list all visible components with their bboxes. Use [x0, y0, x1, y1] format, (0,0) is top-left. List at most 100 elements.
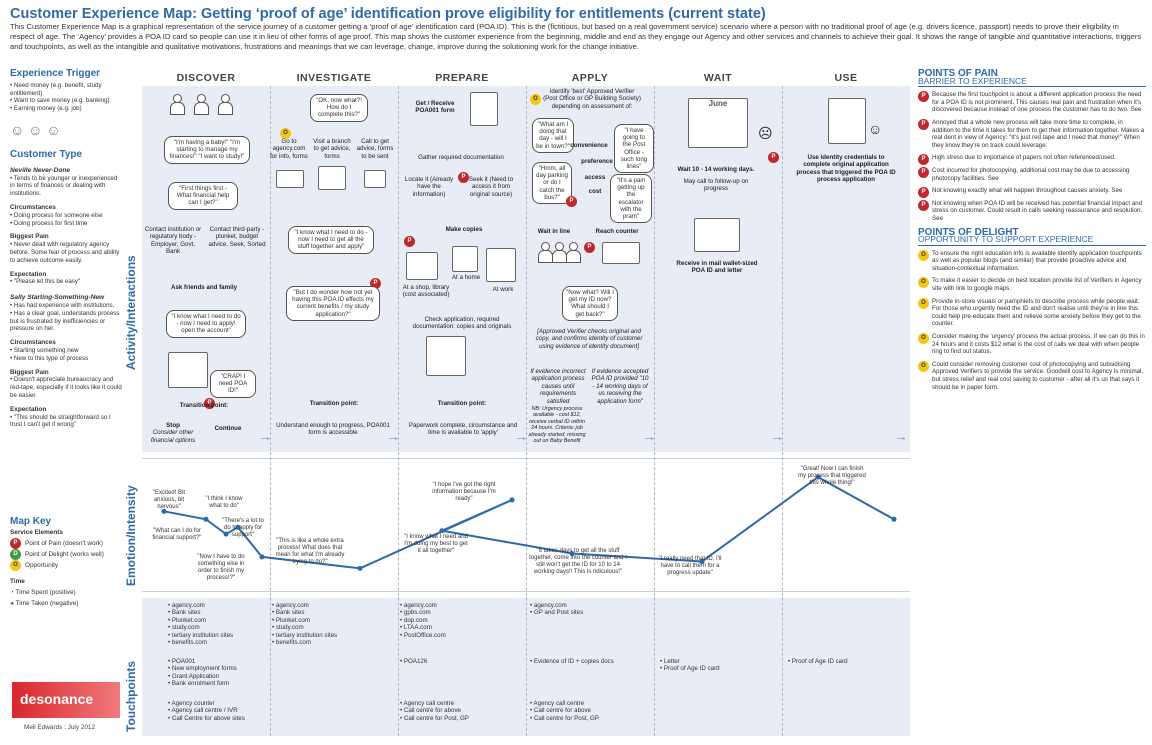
emotion-note: "Now I have to do something else in orde…	[197, 554, 245, 581]
stage-divider	[270, 86, 271, 736]
person-icon	[218, 94, 233, 115]
pain-icon: P	[918, 199, 929, 211]
persona-2-name: Sally Starting-Something-New	[10, 294, 105, 302]
pain-icon: P	[10, 538, 21, 549]
emotion-note: "I think I know what to do"	[205, 496, 243, 509]
touchpoint-item: benefits.com	[272, 639, 392, 646]
touchpoints-row1-apply: agency.comGP and Post sites	[530, 602, 650, 617]
stage-investigate: INVESTIGATE	[296, 72, 372, 84]
touchpoints-row1-investigate: agency.comBank sitesPlunket.comstudy.com…	[272, 602, 392, 646]
evidence-incorrect: If evidence incorrect application proces…	[530, 368, 586, 405]
persona-1-circ: Doing process for first time	[10, 220, 122, 228]
pain-icon: P	[918, 166, 929, 178]
delight-subtitle: OPPORTUNITY TO SUPPORT EXPERIENCE	[918, 235, 1146, 246]
key-time-taken: ◕ Time Taken (negative)	[10, 599, 79, 607]
touchpoints-row2-apply: Evidence of ID + copies docs	[530, 658, 650, 665]
touchpoint-item: Bank enrolment form	[168, 680, 268, 687]
emotion-note: "There's a lot to do to apply for suppor…	[222, 518, 264, 538]
phone-sketch	[364, 170, 386, 188]
emotion-point	[439, 528, 445, 534]
row-label-emotion: Emotion/Intensity	[124, 485, 138, 586]
pain-marker: P	[370, 278, 381, 289]
emotion-point	[891, 516, 897, 522]
goto-web: Go to agency.com for info, forms	[270, 138, 308, 160]
touchpoints-row2-prepare: POA126	[400, 658, 520, 665]
persona-1-desc: Tends to be younger or inexperienced in …	[10, 175, 122, 198]
opportunity-marker: O	[280, 128, 291, 139]
touchpoint-item: Bank sites	[168, 609, 268, 616]
stage-divider	[526, 86, 527, 736]
pain-icon: P	[918, 118, 929, 130]
touchpoints-row3-prepare: Agency call centreCall centre for aboveC…	[400, 700, 520, 722]
touchpoint-item: New employment forms	[168, 665, 268, 672]
at-shop: At a shop, library (cost associated)	[402, 284, 450, 299]
emotion-points	[161, 474, 897, 571]
stage-wait: WAIT	[703, 72, 733, 84]
transition-label: Transition point:	[437, 400, 487, 407]
person-icon	[538, 242, 553, 263]
touchpoint-item: gpbs.com	[400, 609, 520, 616]
touchpoint-item: GP and Post sites	[530, 609, 650, 616]
persona-2-pain: Doesn't appreciate bureaucracy and red-t…	[10, 376, 122, 399]
id-card-icon	[828, 98, 866, 144]
persona-2-circ-label: Circumstances	[10, 339, 56, 347]
touchpoint-item: Letter	[660, 658, 780, 665]
emotion-note: "This is like a whole extra process! Wha…	[275, 538, 345, 565]
touchpoint-item: Call centre for Post, GP	[530, 715, 650, 722]
emotion-point	[815, 474, 821, 480]
person-icon	[566, 242, 581, 263]
emotion-point	[259, 554, 265, 560]
emotion-note: "What can I do for financial support?"	[152, 528, 202, 541]
trigger-item: Want to save money (e.g. banking)	[10, 97, 122, 105]
persona-1-pain: Never dealt with regulatory agency befor…	[10, 241, 122, 264]
at-home: At a home	[451, 274, 481, 281]
clock-negative-icon: ◕	[10, 599, 16, 607]
touchpoint-item: LTAA.com	[400, 624, 520, 631]
persona-2-circ: New to this type of process	[10, 355, 122, 363]
touchpoint-item: dop.com	[400, 617, 520, 624]
speech-bubble: "I know what I need to do - now I need t…	[288, 226, 374, 254]
emotion-point	[223, 531, 229, 537]
emotion-note: "I hope I've got the right information b…	[432, 482, 496, 502]
transition-label: Transition point:	[309, 400, 359, 407]
pain-marker: P	[566, 196, 577, 207]
pain-marker: P	[204, 398, 215, 409]
opportunity-icon: O	[918, 277, 929, 289]
touchpoint-item: study.com	[168, 624, 268, 631]
trigger-item: Need money (e.g. benefit, study entitlem…	[10, 82, 122, 98]
transition-text: Paperwork complete, circumstance and tim…	[408, 422, 518, 437]
speech-bubble: "I have going to the Post Office - such …	[614, 124, 654, 174]
credit: Mell Edwards : July 2012	[24, 724, 96, 731]
check-application: Check application, required documentatio…	[412, 316, 512, 331]
delight-icon: D	[10, 549, 21, 561]
persona-1-exp: "Please let this be easy"	[10, 278, 122, 286]
touchpoint-item: POA126	[400, 658, 520, 665]
form-sketch	[470, 92, 498, 126]
person-icon	[194, 94, 209, 115]
criterion-preference: preference	[581, 158, 613, 165]
persona-1-name: Neville Never-Done	[10, 166, 71, 174]
touchpoint-item: Call centre for Post, GP	[400, 715, 520, 722]
happy-face-icon: ☺	[868, 121, 883, 137]
emotion-note: "I really need that ID, I'll have to cal…	[658, 556, 722, 576]
customer-type-title: Customer Type	[10, 148, 83, 160]
touchpoints-row2-use: Proof of Age ID card	[788, 658, 908, 665]
touchpoint-item: Plunket.com	[272, 617, 392, 624]
touchpoint-item: Proof of Age ID card	[788, 658, 908, 665]
touchpoint-item: Agency call centre / IVR	[168, 707, 268, 714]
speech-bubble: "But I do wonder how not yet having this…	[286, 286, 380, 321]
clock-positive-icon: ◔	[10, 588, 16, 596]
touchpoint-item: study.com	[272, 624, 392, 631]
calendar-icon: June	[688, 98, 748, 148]
use-credentials: Use identity credentials to complete ori…	[796, 154, 896, 184]
